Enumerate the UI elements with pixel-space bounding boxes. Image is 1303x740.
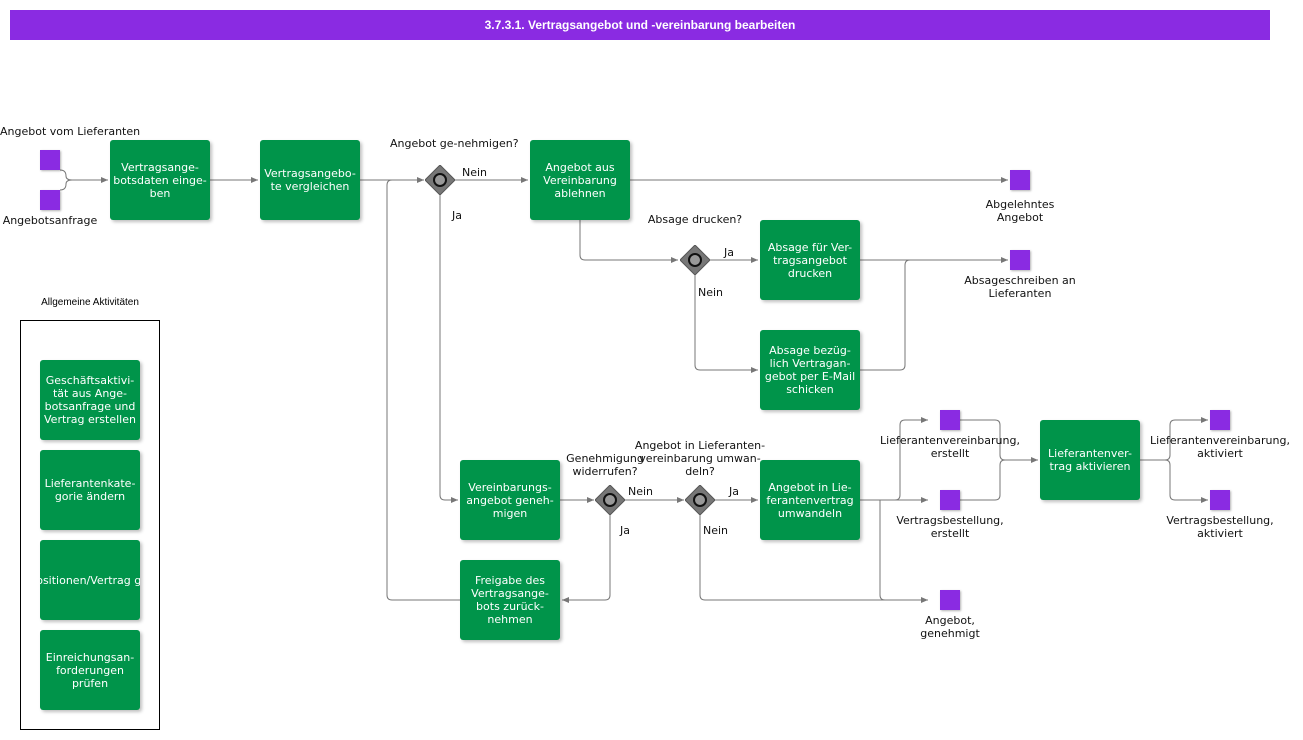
flow-label-nein-gw1: Nein: [462, 166, 488, 179]
task-absage-email[interactable]: Absage bezüg-lich Vertragan-gebot per E-…: [760, 330, 860, 410]
event-label-lv-aktiviert: Lieferantenvereinbarung, aktiviert: [1150, 434, 1290, 460]
flow-label-nein-gw4: Nein: [703, 524, 729, 537]
task-absage-drucken[interactable]: Absage für Ver-tragsangebot drucken: [760, 220, 860, 300]
end-event-abgelehntes-angebot[interactable]: [1010, 170, 1030, 190]
task-freigabe-zuruecknehmen[interactable]: Freigabe des Vertragsange-bots zurück-ne…: [460, 560, 560, 640]
task-anfragepositionen-generieren[interactable]: Anfragepositionen/Vertrag generieren: [40, 540, 140, 620]
gateway-absage-drucken[interactable]: [680, 245, 710, 275]
flow-gw3-ja: [562, 515, 611, 603]
task-vertragsangebotsdaten-eingeben[interactable]: Vertragsange-botsdaten einge-ben: [110, 140, 210, 220]
end-event-absageschreiben[interactable]: [1010, 250, 1030, 270]
end-event-angebot-genehmigt[interactable]: [940, 590, 960, 610]
flow-label-ja-gw2: Ja: [724, 246, 734, 259]
flow-gw2-nein: [694, 275, 758, 373]
task-lieferantenvertrag-aktivieren[interactable]: Lieferantenver-trag aktivieren: [1040, 420, 1140, 500]
gateway-label-angebot-umwandeln: Angebot in Lieferanten-vereinbarung umwa…: [634, 439, 766, 478]
event-label-vb-erstellt: Vertragsbestellung, erstellt: [896, 514, 1004, 540]
task-angebot-umwandeln[interactable]: Angebot in Lie-ferantenvertrag umwandeln: [760, 460, 860, 540]
end-event-lieferantenvereinbarung-aktiviert[interactable]: [1210, 410, 1230, 430]
task-angebot-ablehnen[interactable]: Angebot aus Vereinbarung ablehnen: [530, 140, 630, 220]
flow-freigabe-loop: [386, 179, 460, 601]
event-label-abgelehntes-angebot: Abgelehntes Angebot: [985, 198, 1055, 224]
gateway-angebot-umwandeln[interactable]: [685, 485, 715, 515]
end-event-vertragsbestellung-aktiviert[interactable]: [1210, 490, 1230, 510]
event-label-lv-erstellt: Lieferantenvereinbarung, erstellt: [880, 434, 1020, 460]
event-label-absageschreiben: Absageschreiben an Lieferanten: [964, 274, 1076, 300]
flow-start-merge: [59, 169, 108, 183]
flow-start-merge-2: [59, 179, 73, 191]
flow-umwandeln-lv: [860, 417, 928, 501]
flow-label-ja-gw4: Ja: [729, 485, 739, 498]
flow-gw1-ja: [439, 195, 458, 503]
event-label-angebot-vom-lieferanten: Angebot vom Lieferanten: [0, 125, 141, 138]
group-title: Allgemeine Aktivitäten: [41, 297, 139, 308]
flow-gw4-nein: [699, 515, 928, 603]
flow-vb-aktivieren: [960, 459, 1006, 501]
diagram-title: 3.7.3.1. Vertragsangebot und -vereinbaru…: [10, 10, 1270, 40]
flow-label-nein-gw3: Nein: [628, 485, 654, 498]
flow-lv-aktivieren: [960, 419, 1038, 463]
task-anfragepositionen-label: Anfragepositionen/Vertrag generieren: [40, 573, 140, 587]
event-lieferantenvereinbarung-erstellt[interactable]: [940, 410, 960, 430]
flow-label-ja-gw1: Ja: [452, 209, 462, 222]
flow-umwandeln-genehmigt: [879, 500, 886, 601]
event-label-angebotsanfrage: Angebotsanfrage: [2, 214, 98, 227]
event-vertragsbestellung-erstellt[interactable]: [940, 490, 960, 510]
flow-aktivieren-vb: [1140, 459, 1208, 503]
start-event-angebot-vom-lieferanten[interactable]: [40, 150, 60, 170]
event-label-vb-aktiviert: Vertragsbestellung, aktiviert: [1166, 514, 1274, 540]
start-event-angebotsanfrage[interactable]: [40, 190, 60, 210]
event-label-angebot-genehmigt: Angebot, genehmigt: [920, 614, 980, 640]
gateway-label-angebot-genehmigen: Angebot ge-nehmigen?: [390, 137, 519, 150]
gateway-label-absage-drucken: Absage drucken?: [647, 213, 743, 226]
flow-label-nein-gw2: Nein: [698, 286, 724, 299]
gateway-angebot-genehmigen[interactable]: [425, 165, 455, 195]
task-geschaeftsaktivitaet-erstellen[interactable]: Geschäftsaktivi-tät aus Ange-botsanfrage…: [40, 360, 140, 440]
flow-ablehnen-gw2: [579, 220, 678, 263]
flow-label-ja-gw3: Ja: [620, 524, 630, 537]
task-einreichungsanforderungen-pruefen[interactable]: Einreichungsan-forderungen prüfen: [40, 630, 140, 710]
gateway-label-genehmigung-widerrufen: Genehmigung widerrufen?: [566, 452, 644, 478]
task-lieferantenkategorie-aendern[interactable]: Lieferantenkate-gorie ändern: [40, 450, 140, 530]
task-vertragsangebote-vergleichen[interactable]: Vertragsangebo-te vergleichen: [260, 140, 360, 220]
flow-aktivieren-lv: [1140, 417, 1208, 461]
group-allgemeine-aktivitaeten: [20, 320, 160, 730]
gateway-genehmigung-widerrufen[interactable]: [595, 485, 625, 515]
task-vereinbarungsangebot-genehmigen[interactable]: Vereinbarungs-angebot geneh-migen: [460, 460, 560, 540]
flow-email-absage: [860, 259, 911, 371]
